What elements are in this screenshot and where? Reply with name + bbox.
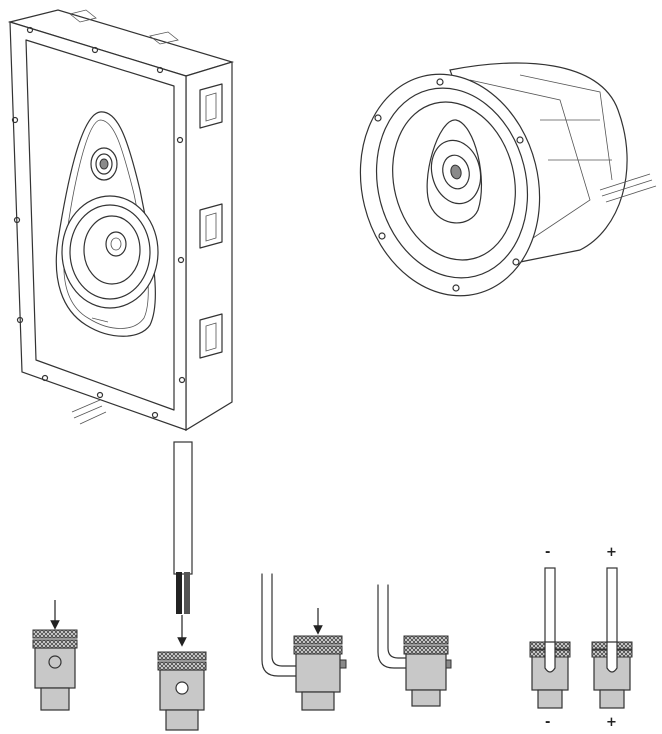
mounting-clip	[199, 313, 223, 359]
in-wall-speaker	[7, 9, 235, 432]
mounting-clip	[199, 83, 223, 129]
woofer	[61, 195, 159, 309]
tweeter	[90, 147, 118, 181]
terminal-positive	[591, 567, 633, 709]
positive-bottom-label: +	[606, 715, 617, 730]
negative-bottom-label: -	[545, 715, 551, 730]
ceiling-flange-screws	[374, 78, 524, 292]
speaker-cable	[173, 441, 193, 614]
negative-top-label: -	[545, 545, 551, 560]
binding-post-step-4	[377, 584, 452, 707]
binding-post-step-1	[32, 600, 78, 711]
in-ceiling-speaker	[359, 62, 657, 297]
mounting-clip	[199, 203, 223, 249]
binding-post-step-2	[157, 615, 207, 731]
coaxial-driver	[426, 119, 482, 224]
flange-screws	[11, 26, 186, 419]
terminal-negative	[529, 567, 571, 709]
binding-post-step-3	[261, 573, 347, 711]
positive-top-label: +	[606, 545, 617, 560]
